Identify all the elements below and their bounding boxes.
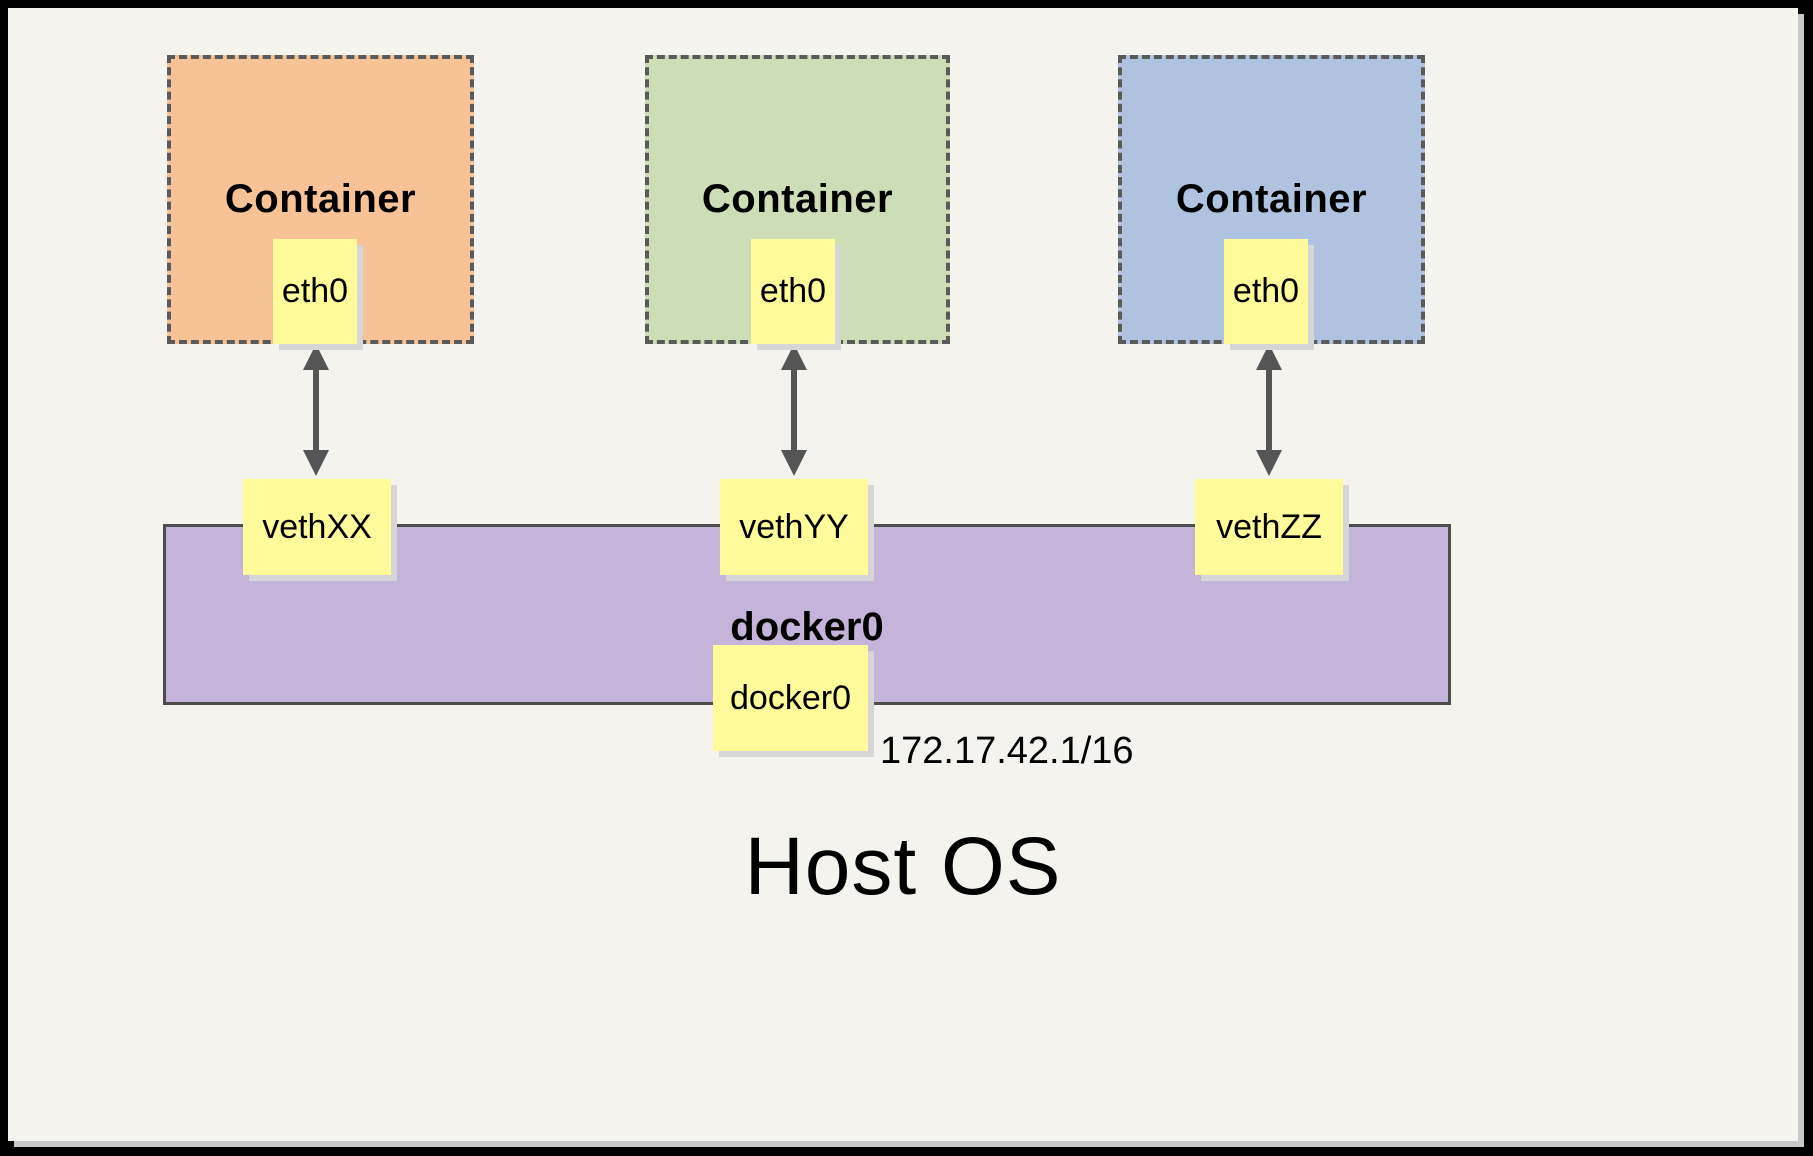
host-os-label: Host OS (744, 821, 1062, 912)
link-arrow-3 (1256, 344, 1282, 476)
docker0-ip-address: 172.17.42.1/16 (880, 730, 1134, 772)
link-arrow-1 (303, 344, 329, 476)
container-1-eth0: eth0 (273, 239, 357, 344)
vethyy-box: vethYY (720, 479, 868, 575)
link-arrow-2 (781, 344, 807, 476)
container-2-title: Container (701, 177, 894, 221)
vethxx-box: vethXX (243, 479, 391, 575)
docker0-bridge-label: docker0 (730, 605, 884, 649)
vethzz-box: vethZZ (1195, 479, 1343, 575)
diagram-stage: docker0 Container eth0 vethXX Container … (8, 8, 1798, 1141)
container-3: Container (1118, 55, 1425, 344)
container-2-eth0: eth0 (751, 239, 835, 344)
container-3-title: Container (1175, 177, 1368, 221)
container-1-title: Container (224, 177, 417, 221)
docker0-interface-box: docker0 (713, 645, 868, 751)
container-3-eth0: eth0 (1224, 239, 1308, 344)
